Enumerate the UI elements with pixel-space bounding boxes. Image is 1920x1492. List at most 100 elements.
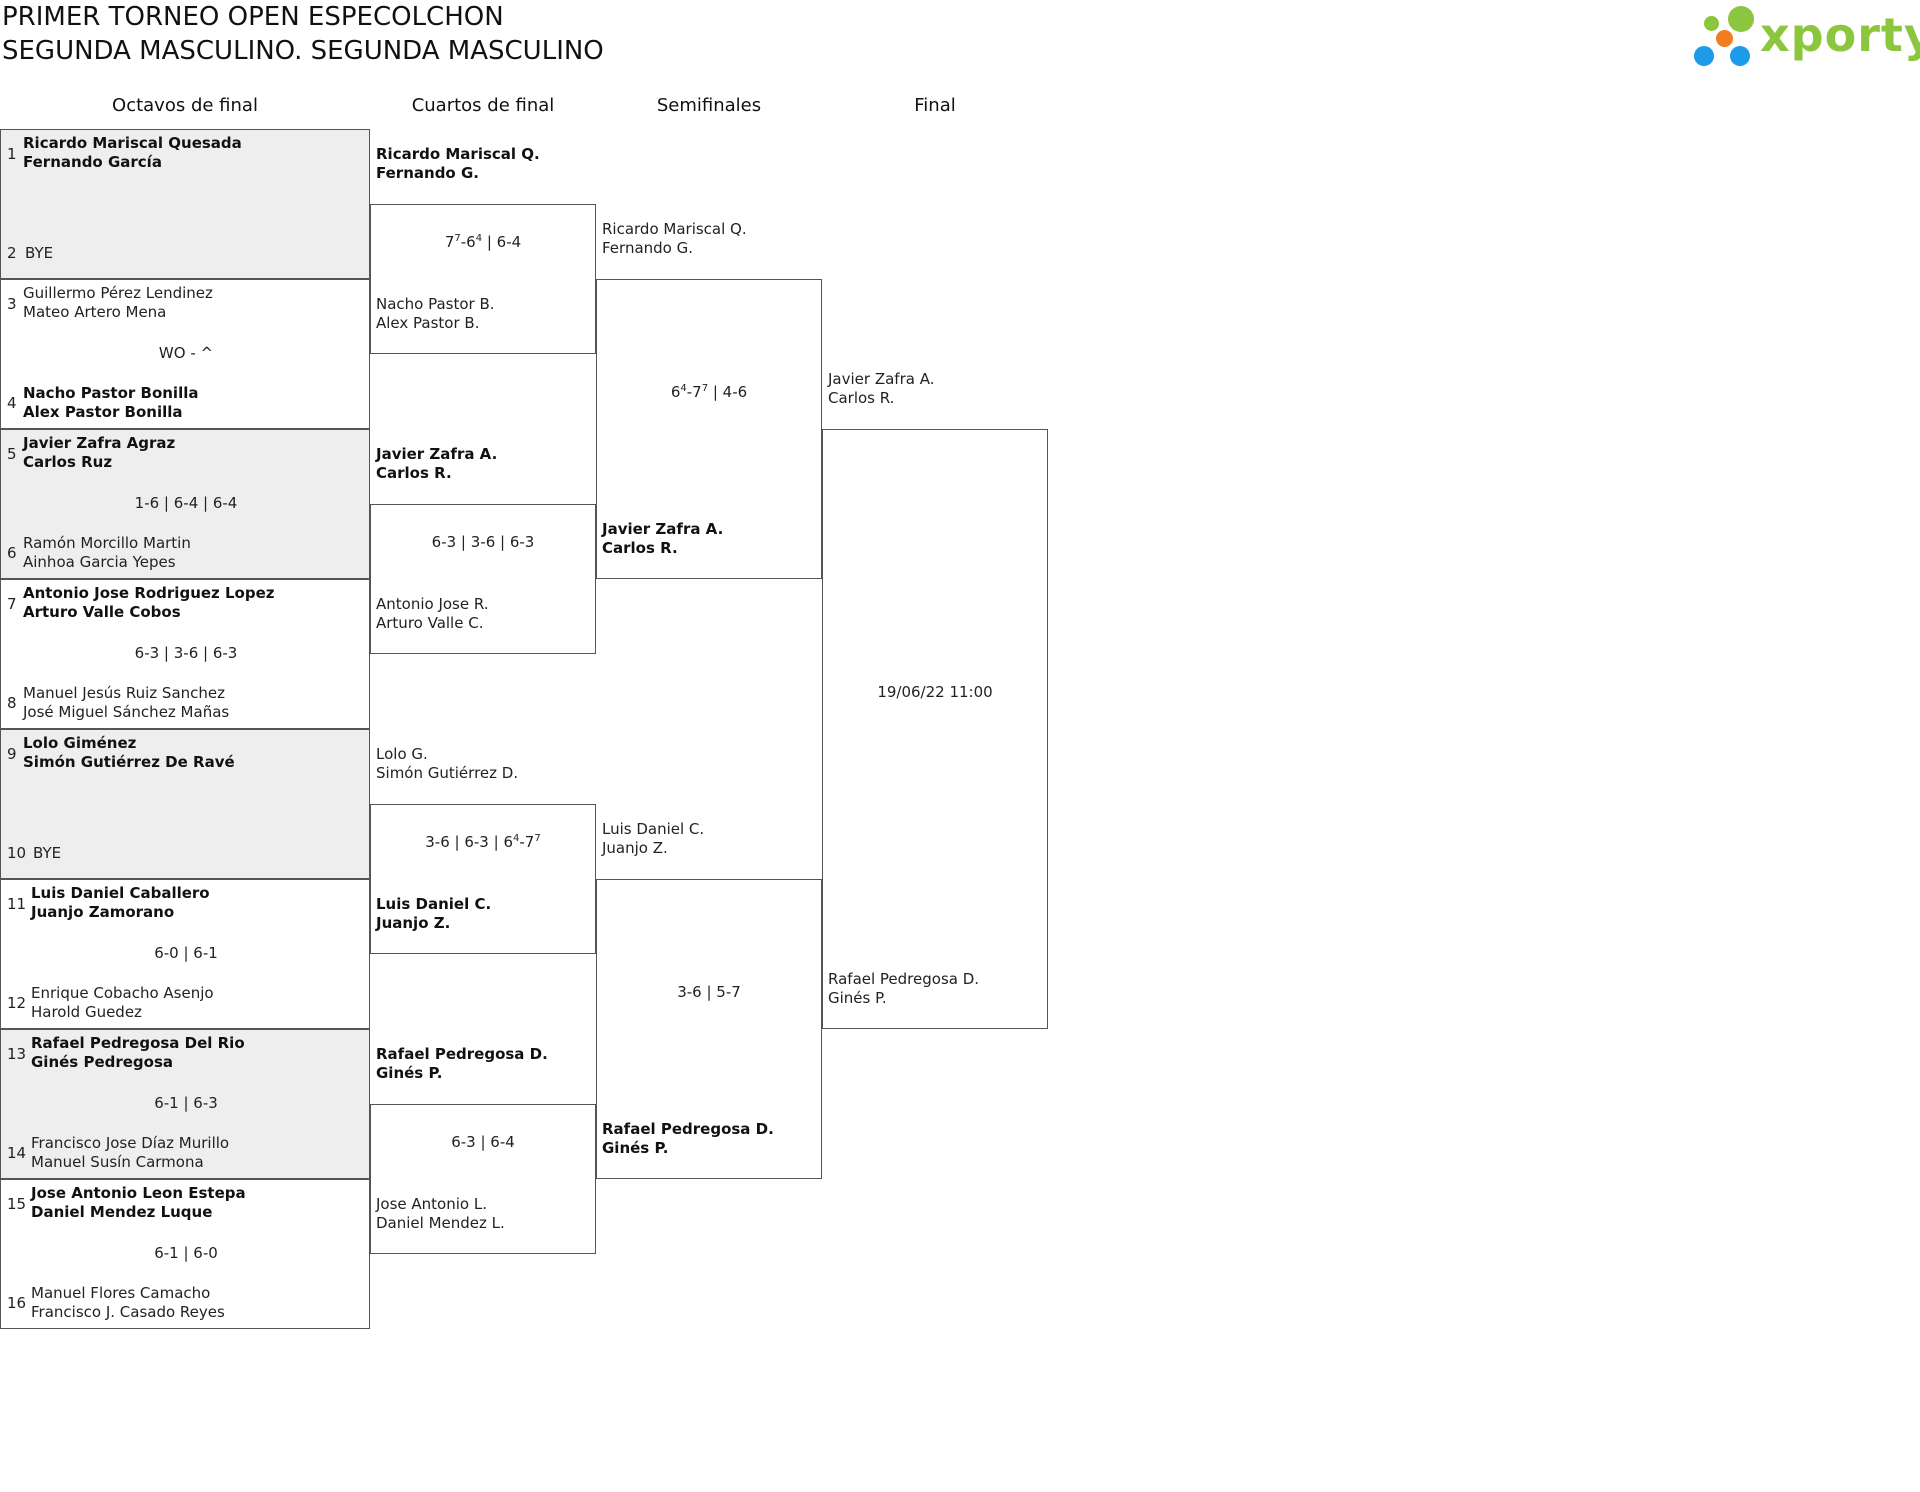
score-part: 6-3 | 3-6 | 6-3 bbox=[431, 533, 535, 551]
team-b: BYE bbox=[25, 244, 54, 262]
player-2: Carlos R. bbox=[376, 464, 452, 482]
player-1: Antonio Jose R. bbox=[376, 595, 489, 613]
sf-team-a: Ricardo Mariscal Q.Fernando G. bbox=[602, 220, 747, 258]
player-1: Rafael Pedregosa D. bbox=[376, 1045, 548, 1063]
player-1: Jose Antonio L. bbox=[376, 1195, 487, 1213]
qf-match-box bbox=[370, 1104, 596, 1254]
player-1: Rafael Pedregosa D. bbox=[828, 970, 980, 988]
qf-team-b: Nacho Pastor B.Alex Pastor B. bbox=[376, 295, 495, 333]
player-2: Ainhoa Garcia Yepes bbox=[23, 553, 176, 571]
match-score: 6-1 | 6-0 bbox=[154, 1244, 218, 1262]
player-2: José Miguel Sánchez Mañas bbox=[23, 703, 230, 721]
player-2: Fernando García bbox=[23, 153, 162, 171]
player-1: Javier Zafra A. bbox=[602, 520, 724, 538]
player-2: Simón Gutiérrez D. bbox=[376, 764, 519, 782]
player-1: Antonio Jose Rodriguez Lopez bbox=[23, 584, 275, 602]
player-2: Ginés P. bbox=[376, 1064, 443, 1082]
sf-match-box bbox=[596, 279, 822, 579]
qf-team-a: Rafael Pedregosa D.Ginés P. bbox=[376, 1045, 548, 1083]
player-1: Javier Zafra Agraz bbox=[23, 434, 176, 452]
player-2: Arturo Valle Cobos bbox=[23, 603, 181, 621]
score-part: 6-3 | 6-4 bbox=[451, 1133, 515, 1151]
seed-number: 8 bbox=[7, 694, 17, 712]
player-1: Nacho Pastor Bonilla bbox=[23, 384, 199, 402]
player-2: Francisco J. Casado Reyes bbox=[31, 1303, 225, 1321]
seed-number: 9 bbox=[7, 745, 17, 763]
seed-number: 3 bbox=[7, 295, 17, 313]
player-1: Rafael Pedregosa D. bbox=[602, 1120, 774, 1138]
qf-score: 6-3 | 3-6 | 6-3 bbox=[370, 533, 596, 551]
score-tiebreak: 7 bbox=[701, 383, 709, 394]
score-tiebreak: 7 bbox=[534, 833, 541, 844]
match-score: 6-0 | 6-1 bbox=[154, 944, 218, 962]
score-part: | 4-6 bbox=[708, 383, 748, 401]
seed-number: 5 bbox=[7, 445, 17, 463]
player-1: Guillermo Pérez Lendinez bbox=[23, 284, 213, 302]
score-part: 3-6 | 5-7 bbox=[677, 983, 741, 1001]
score-part: 3-6 | 6-3 | 6 bbox=[425, 833, 513, 851]
score-part: -7 bbox=[686, 383, 702, 401]
score-part: | 6-4 bbox=[482, 233, 522, 251]
seed-number: 12 bbox=[7, 994, 27, 1012]
sf-score: 3-6 | 5-7 bbox=[596, 983, 822, 1001]
score-part: -7 bbox=[519, 833, 535, 851]
player-1: Javier Zafra A. bbox=[376, 445, 498, 463]
player-1: Luis Daniel C. bbox=[376, 895, 492, 913]
final-team-b: Rafael Pedregosa D.Ginés P. bbox=[828, 970, 979, 1008]
player-2: Juanjo Zamorano bbox=[31, 903, 175, 921]
qf-team-b: Jose Antonio L.Daniel Mendez L. bbox=[376, 1195, 505, 1233]
sf-match-box bbox=[596, 879, 822, 1179]
final-match-box bbox=[822, 429, 1048, 1029]
seed-number: 2 bbox=[7, 244, 17, 262]
logo-dot-green bbox=[1728, 6, 1754, 32]
score-part: 6 bbox=[670, 383, 681, 401]
player-2: Fernando G. bbox=[602, 239, 694, 257]
player-2: Ginés P. bbox=[828, 989, 887, 1007]
qf-team-a: Javier Zafra A.Carlos R. bbox=[376, 445, 497, 483]
player-2: Fernando G. bbox=[376, 164, 479, 182]
player-1: Manuel Jesús Ruiz Sanchez bbox=[23, 684, 226, 702]
player-1: Francisco Jose Díaz Murillo bbox=[31, 1134, 230, 1152]
player-1: Rafael Pedregosa Del Rio bbox=[31, 1034, 245, 1052]
logo-dot-green-small bbox=[1704, 16, 1719, 31]
player-2: Juanjo Z. bbox=[602, 839, 668, 857]
player-2: Arturo Valle C. bbox=[376, 614, 484, 632]
player-2: Alex Pastor Bonilla bbox=[23, 403, 183, 421]
logo-dot-orange bbox=[1716, 30, 1733, 47]
player-2: Carlos R. bbox=[828, 389, 895, 407]
qf-team-b: Antonio Jose R.Arturo Valle C. bbox=[376, 595, 489, 633]
qf-match-box bbox=[370, 804, 596, 954]
player-2: Harold Guedez bbox=[31, 1003, 142, 1021]
qf-team-a: Lolo G.Simón Gutiérrez D. bbox=[376, 745, 518, 783]
final-date: 19/06/22 11:00 bbox=[877, 683, 993, 701]
match-score: 6-1 | 6-3 bbox=[154, 1094, 218, 1112]
player-2: Carlos Ruz bbox=[23, 453, 113, 471]
category-subtitle: SEGUNDA MASCULINO. SEGUNDA MASCULINO bbox=[2, 36, 604, 66]
column-header-r16: Octavos de final bbox=[112, 95, 258, 116]
player-1: Ricardo Mariscal Q. bbox=[602, 220, 747, 238]
final-team-a: Javier Zafra A.Carlos R. bbox=[828, 370, 934, 408]
player-2: Manuel Susín Carmona bbox=[31, 1153, 204, 1171]
player-2: Ginés P. bbox=[602, 1139, 669, 1157]
player-1: Enrique Cobacho Asenjo bbox=[31, 984, 214, 1002]
logo-dot-blue bbox=[1694, 46, 1714, 66]
match-score: 1-6 | 6-4 | 6-4 bbox=[134, 494, 238, 512]
seed-number: 15 bbox=[7, 1195, 27, 1213]
player-2: Juanjo Z. bbox=[376, 914, 451, 932]
column-header-final: Final bbox=[914, 95, 956, 116]
score-part: -6 bbox=[460, 233, 476, 251]
logo-dot-blue-2 bbox=[1730, 46, 1750, 66]
player-2: Daniel Mendez Luque bbox=[31, 1203, 213, 1221]
